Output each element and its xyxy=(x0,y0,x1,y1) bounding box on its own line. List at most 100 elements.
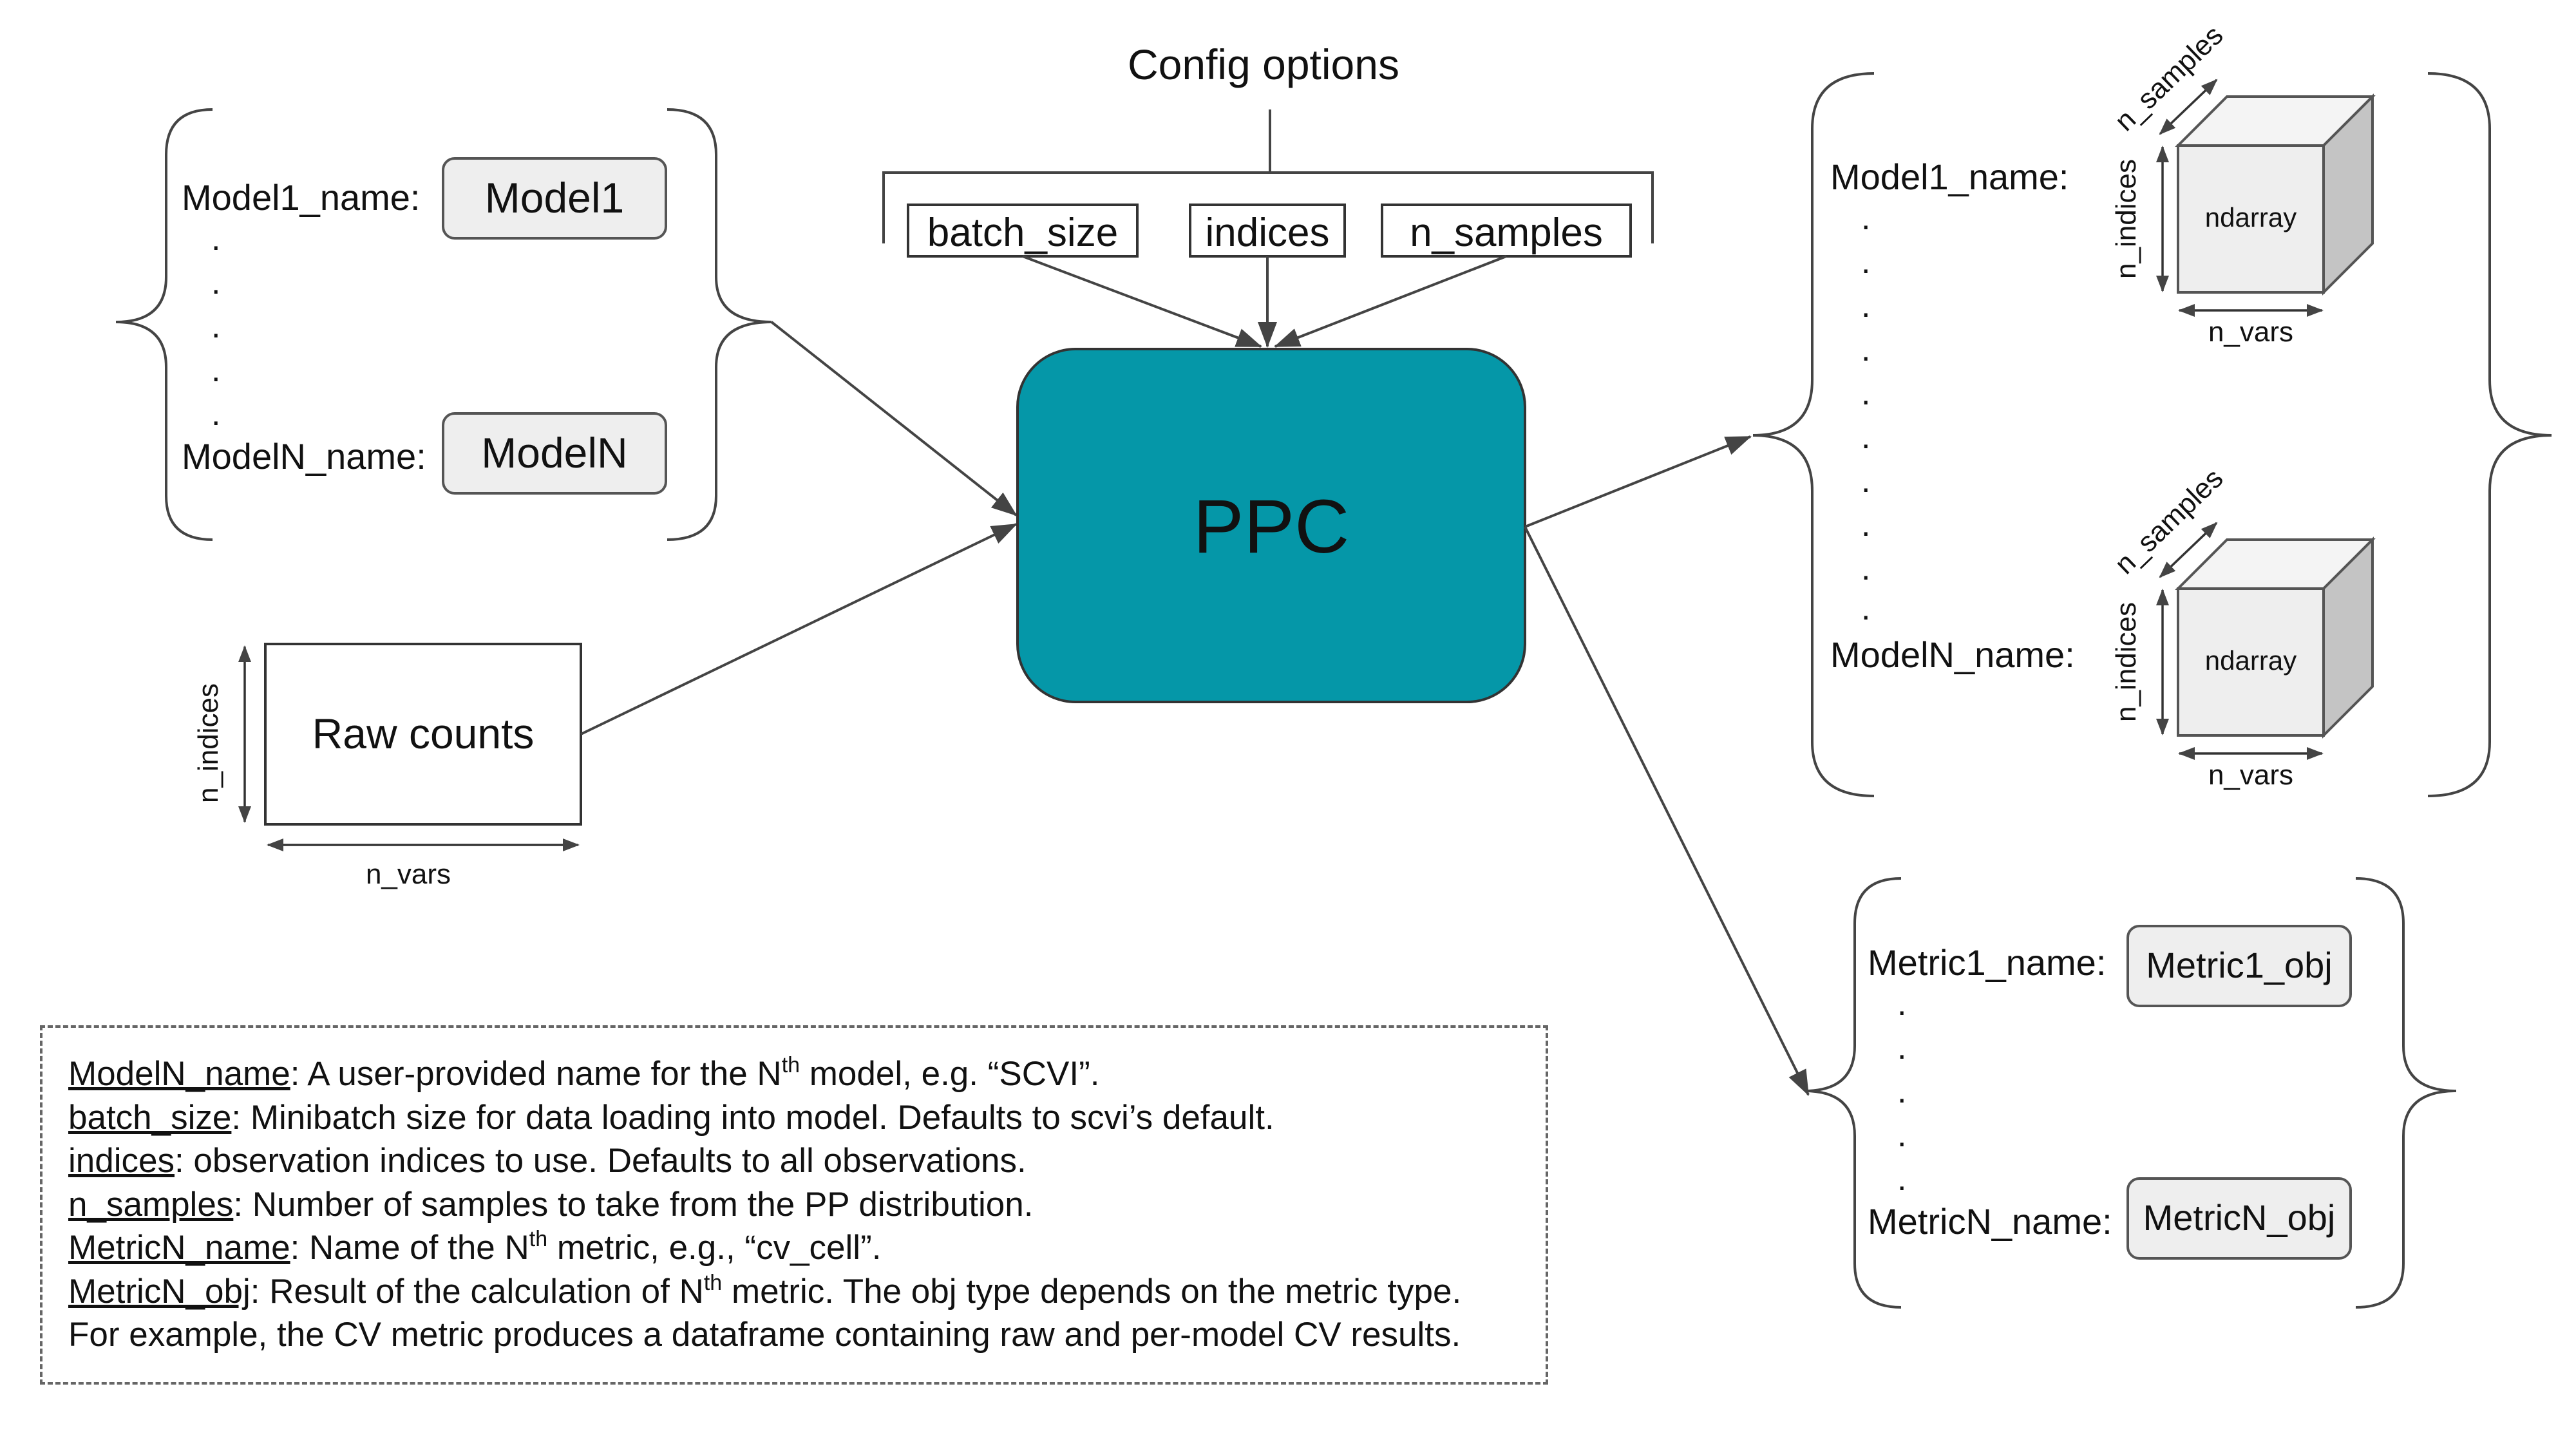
legend-superscript: th xyxy=(529,1227,548,1251)
samples-dot-8: . xyxy=(1861,506,1870,544)
metrics-dot-3: . xyxy=(1897,1073,1906,1110)
cube1-depth-arrow xyxy=(2159,79,2218,135)
metrics-dot-1: . xyxy=(1897,985,1906,1023)
models-dot-1: . xyxy=(211,220,220,258)
models-dot-4: . xyxy=(211,352,220,389)
raw-counts-group: Raw counts n_indices n_vars xyxy=(193,523,1018,890)
modelN-box xyxy=(442,412,667,495)
cube1-front-face xyxy=(2177,144,2325,294)
ppc-label: PPC xyxy=(1193,484,1350,569)
cube1-height-dim: n_indices xyxy=(2110,159,2142,279)
metrics-output-group: Metric1_name: Metric1_obj . . . . . Metr… xyxy=(1804,877,2457,1309)
legend-term: n_samples xyxy=(68,1185,234,1224)
batch-size-label: batch_size xyxy=(927,211,1118,255)
metric1-name-label: Metric1_name: xyxy=(1868,942,2106,983)
legend-line: ModelN_name: A user-provided name for th… xyxy=(68,1052,1461,1096)
cubeN-label: ndarray xyxy=(2205,645,2297,676)
metricN-value: MetricN_obj xyxy=(2143,1197,2336,1238)
cube1-width-dim: n_vars xyxy=(2208,316,2293,348)
arrow-ppc-to-metrics xyxy=(1524,526,1810,1096)
ppc-group: PPC xyxy=(1016,348,1810,1096)
modelN-name-label: ModelN_name: xyxy=(182,436,426,477)
samples-dot-10: . xyxy=(1861,590,1870,627)
legend-superscript: th xyxy=(781,1053,800,1077)
legend-line: MetricN_obj: Result of the calculation o… xyxy=(68,1270,1461,1314)
arrow-raw-counts-to-ppc xyxy=(580,523,1018,735)
cubeN-height-dim: n_indices xyxy=(2110,602,2142,722)
config-group: Config options batch_size indices n_samp… xyxy=(882,41,1654,348)
arrow-ppc-to-samples xyxy=(1524,435,1752,528)
cube1-label: ndarray xyxy=(2205,202,2297,232)
models-dot-3: . xyxy=(211,308,220,345)
samples-right-brace xyxy=(2427,72,2552,797)
n-samples-label: n_samples xyxy=(1410,211,1603,255)
samples-dot-5: . xyxy=(1861,375,1870,412)
models-dot-5: . xyxy=(211,395,220,433)
samples-dot-7: . xyxy=(1861,462,1870,500)
samples-dot-1: . xyxy=(1861,200,1870,237)
legend-line: For example, the CV metric produces a da… xyxy=(68,1313,1461,1357)
samples-dot-2: . xyxy=(1861,243,1870,281)
legend-term: batch_size xyxy=(68,1098,232,1137)
raw-counts-y-dim: n_indices xyxy=(193,683,224,803)
legend-text-continued: model, e.g. “SCVI”. xyxy=(800,1055,1100,1093)
samples-dot-9: . xyxy=(1861,550,1870,587)
legend-term: MetricN_name xyxy=(68,1229,290,1267)
cubeN-width-dim: n_vars xyxy=(2208,759,2293,791)
metrics-left-brace xyxy=(1804,877,1902,1309)
cubeN-front-face xyxy=(2177,587,2325,737)
models-left-brace xyxy=(115,108,213,541)
models-right-brace xyxy=(667,108,772,541)
models-dot-2: . xyxy=(211,264,220,301)
metricN-box xyxy=(2126,1177,2352,1260)
metric1-value: Metric1_obj xyxy=(2146,945,2332,985)
modelN-value: ModelN xyxy=(481,429,627,477)
legend-text: : Number of samples to take from the PP … xyxy=(233,1185,1034,1224)
cubeN-depth-arrow xyxy=(2159,522,2218,578)
definitions-legend: ModelN_name: A user-provided name for th… xyxy=(40,1025,1548,1385)
legend-text: : Result of the calculation of N xyxy=(250,1272,704,1311)
metricN-name-label: MetricN_name: xyxy=(1868,1201,2112,1242)
ndarray-cube-modelN: ndarray n_samples n_indices n_vars xyxy=(2108,462,2376,791)
legend-term: indices xyxy=(68,1142,175,1180)
raw-counts-label: Raw counts xyxy=(312,710,535,757)
legend-term: ModelN_name xyxy=(68,1055,290,1093)
batch-size-box xyxy=(907,204,1139,258)
samples-dot-3: . xyxy=(1861,287,1870,325)
legend-term: MetricN_obj xyxy=(68,1272,251,1311)
legend-text: : A user-provided name for the N xyxy=(290,1055,782,1093)
arrow-models-to-ppc xyxy=(770,321,1018,516)
legend-text: For example, the CV metric produces a da… xyxy=(68,1316,1461,1354)
model1-box xyxy=(442,157,667,240)
samples-output-group: Model1_name: . . . . . . . . . . ModelN_… xyxy=(1752,19,2552,797)
raw-counts-x-dim: n_vars xyxy=(366,858,451,890)
models-input-group: Model1_name: Model1 . . . . . ModelN_nam… xyxy=(115,108,1018,541)
legend-text: : observation indices to use. Defaults t… xyxy=(174,1142,1027,1180)
legend-text-continued: metric. The obj type depends on the metr… xyxy=(722,1272,1462,1311)
model1-name-label: Model1_name: xyxy=(182,177,420,218)
metrics-dot-2: . xyxy=(1897,1029,1906,1066)
metrics-dot-5: . xyxy=(1897,1160,1906,1198)
config-title: Config options xyxy=(1128,41,1399,88)
ndarray-cube-model1: ndarray n_samples n_indices n_vars xyxy=(2108,19,2376,348)
legend-line: batch_size: Minibatch size for data load… xyxy=(68,1096,1461,1140)
n-samples-box xyxy=(1381,204,1632,258)
legend-text: : Minibatch size for data loading into m… xyxy=(231,1098,1274,1137)
legend-line: n_samples: Number of samples to take fro… xyxy=(68,1183,1461,1227)
raw-counts-box xyxy=(264,643,582,826)
legend-text: : Name of the N xyxy=(290,1229,529,1267)
arrow-batch-size-to-ppc xyxy=(1022,255,1262,348)
samples-dot-6: . xyxy=(1861,419,1870,456)
arrow-n-samples-to-ppc xyxy=(1274,255,1507,348)
indices-label: indices xyxy=(1206,211,1330,255)
metric1-box xyxy=(2126,925,2352,1007)
legend-text-continued: metric, e.g., “cv_cell”. xyxy=(547,1229,882,1267)
legend-line: MetricN_name: Name of the Nth metric, e.… xyxy=(68,1226,1461,1270)
samples-dot-4: . xyxy=(1861,331,1870,368)
legend-lines: ModelN_name: A user-provided name for th… xyxy=(68,1052,1461,1357)
samples-left-brace xyxy=(1752,72,1875,797)
samples-modelN-label: ModelN_name: xyxy=(1830,634,2075,675)
metrics-right-brace xyxy=(2355,877,2457,1309)
legend-superscript: th xyxy=(703,1270,723,1295)
